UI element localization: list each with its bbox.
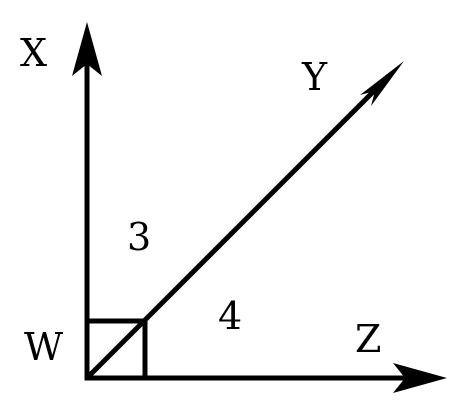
angle-label-3: 3 xyxy=(127,215,151,259)
ray-wy-arrowhead xyxy=(360,61,404,106)
ray-label-x: X xyxy=(20,31,47,75)
angle-label-4: 4 xyxy=(218,294,242,338)
ray-label-y: Y xyxy=(301,55,328,99)
right-angle-marker xyxy=(84,318,148,381)
ray-wx-arrowhead xyxy=(72,22,102,76)
ray-wz-arrowhead xyxy=(393,363,447,393)
vertex-label-w: W xyxy=(24,325,63,369)
ray-label-z: Z xyxy=(355,317,381,361)
ray-wy xyxy=(85,83,382,380)
